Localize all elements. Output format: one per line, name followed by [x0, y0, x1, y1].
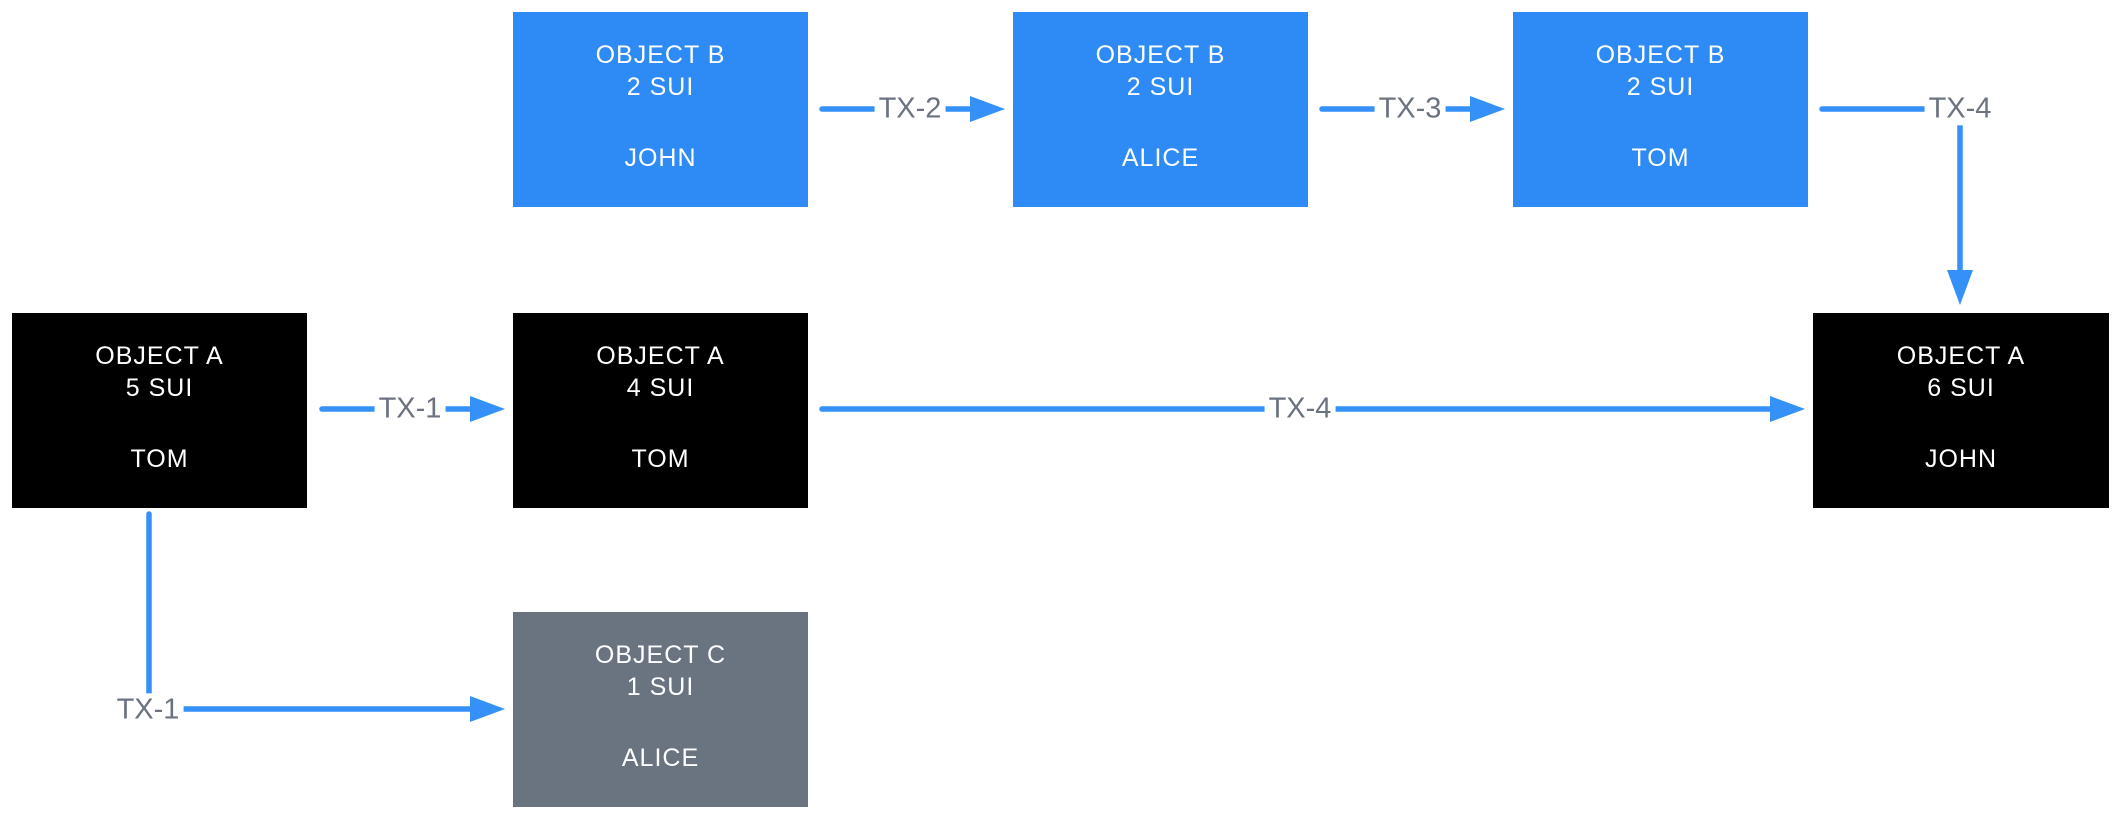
node-object-a-john-6sui: OBJECT A 6 SUI JOHN [1813, 313, 2109, 508]
node-object-a-tom-4sui: OBJECT A 4 SUI TOM [513, 313, 808, 508]
edge-label-tx1-elbow: TX-1 [112, 693, 184, 727]
edge-tx4a-arrowhead [1947, 270, 1973, 305]
node-amount: 6 SUI [1927, 374, 1995, 402]
edge-label-tx4-elbow: TX-4 [1924, 92, 1996, 126]
node-title: OBJECT A [596, 342, 725, 370]
node-owner: ALICE [621, 744, 700, 772]
node-owner: JOHN [1924, 445, 1998, 473]
node-owner: TOM [130, 445, 189, 473]
edge-tx1a-arrowhead [470, 396, 505, 422]
node-owner: JOHN [624, 144, 697, 172]
node-owner: ALICE [1121, 144, 1200, 172]
node-title: OBJECT B [1595, 41, 1726, 69]
node-object-a-tom-5sui: OBJECT A 5 SUI TOM [12, 313, 307, 508]
node-amount: 1 SUI [626, 673, 695, 701]
node-object-c-alice: OBJECT C 1 SUI ALICE [513, 612, 808, 807]
edge-tx4b-arrowhead [1770, 396, 1805, 422]
edge-label-tx4-long: TX-4 [1264, 392, 1336, 426]
edge-tx1b-arrowhead [470, 696, 505, 722]
edge-tx3-arrowhead [1470, 96, 1505, 122]
edge-label-tx1: TX-1 [374, 392, 446, 426]
node-object-b-john: OBJECT B 2 SUI JOHN [513, 12, 808, 207]
node-title: OBJECT B [595, 41, 726, 69]
node-owner: TOM [1631, 144, 1690, 172]
edge-tx2-arrowhead [970, 96, 1005, 122]
node-amount: 2 SUI [626, 73, 695, 101]
node-title: OBJECT A [1896, 342, 2026, 370]
node-title: OBJECT C [594, 641, 727, 669]
edge-label-tx3: TX-3 [1374, 92, 1446, 126]
node-amount: 4 SUI [626, 374, 695, 402]
node-amount: 5 SUI [125, 374, 194, 402]
node-owner: TOM [631, 445, 690, 473]
edge-label-tx2: TX-2 [874, 92, 946, 126]
node-amount: 2 SUI [1126, 73, 1195, 101]
node-object-b-alice: OBJECT B 2 SUI ALICE [1013, 12, 1308, 207]
node-title: OBJECT A [95, 342, 224, 370]
node-amount: 2 SUI [1626, 73, 1695, 101]
node-object-b-tom: OBJECT B 2 SUI TOM [1513, 12, 1808, 207]
node-title: OBJECT B [1095, 41, 1226, 69]
